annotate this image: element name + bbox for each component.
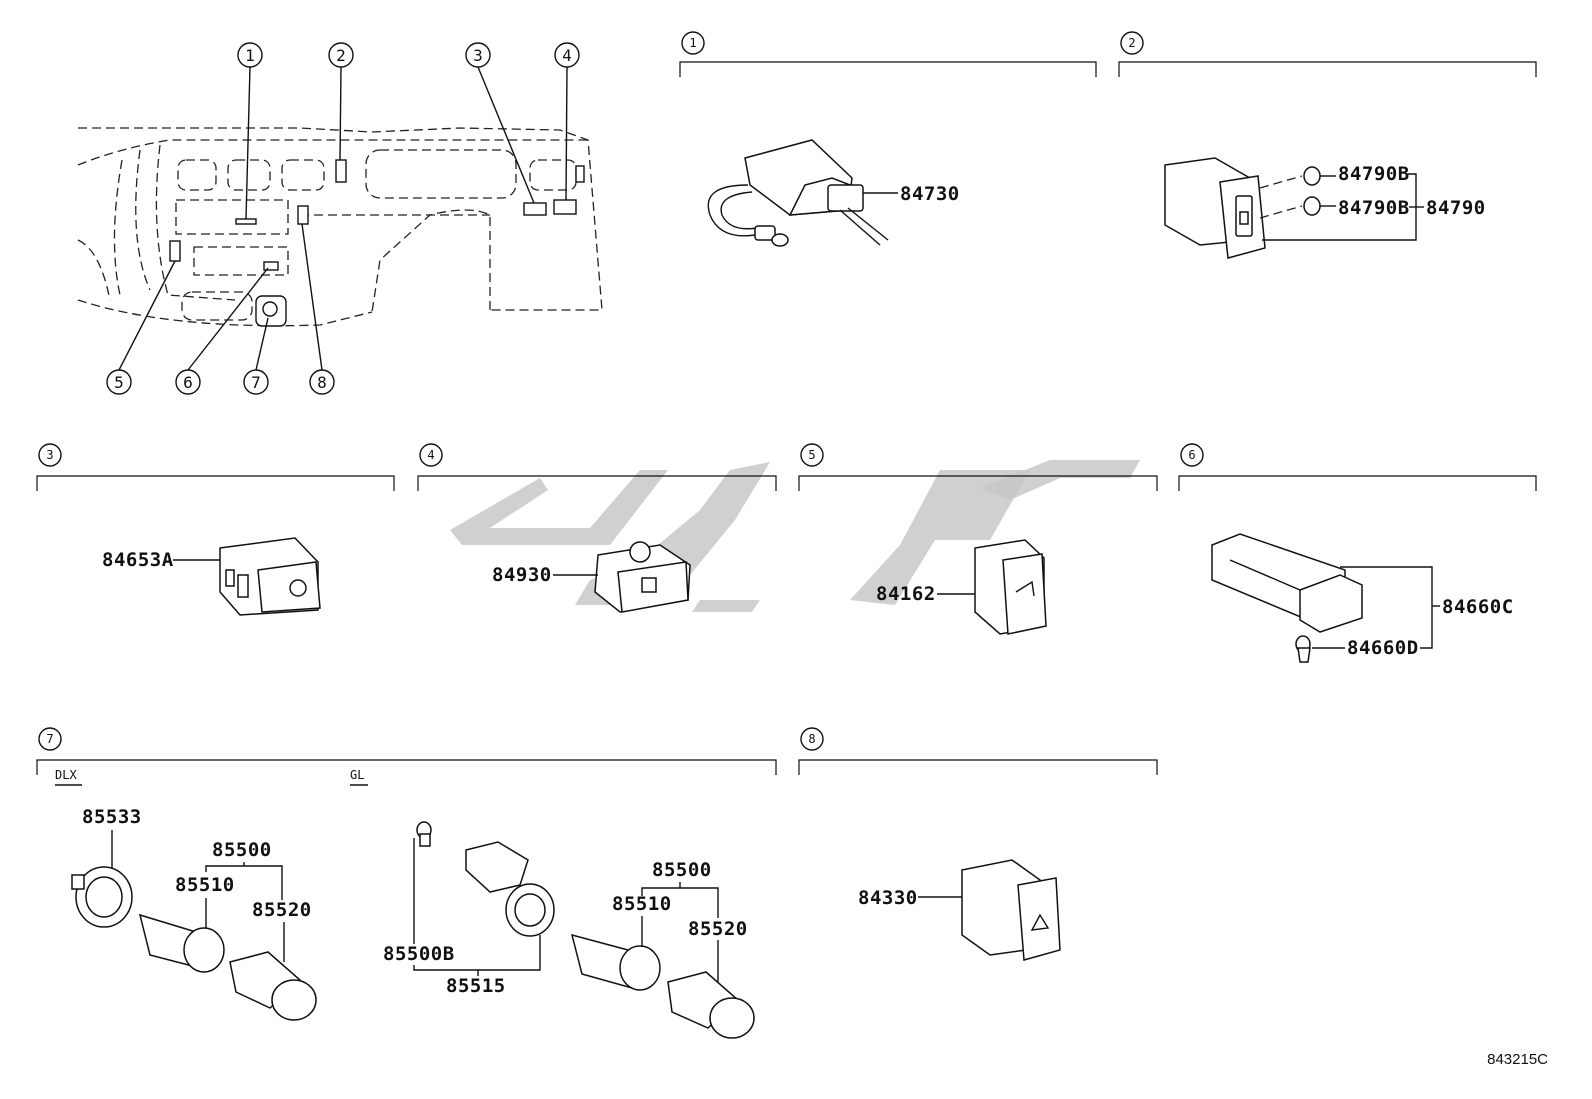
section-7-header: 7 DLX GL xyxy=(36,727,777,786)
part-drawing-85515 xyxy=(465,841,555,937)
callout-7: 7 xyxy=(243,369,269,395)
section-3-header: 3 xyxy=(36,443,395,491)
variant-label-dlx: DLX xyxy=(55,768,77,782)
section-5: 5 84162 xyxy=(798,443,1158,635)
part-drawing-84660c xyxy=(1211,533,1363,663)
svg-text:4: 4 xyxy=(427,448,434,462)
section-1-header: 1 xyxy=(679,31,1097,77)
callout-2: 2 xyxy=(328,42,354,68)
part-number-84790: 84790 xyxy=(1426,197,1486,219)
part-number-84330: 84330 xyxy=(858,887,918,909)
svg-text:2: 2 xyxy=(1128,36,1135,50)
section-2: 2 84790B 84790B 84790 xyxy=(1118,31,1537,259)
part-number-84730: 84730 xyxy=(900,183,960,205)
part-drawing-85533 xyxy=(71,866,133,928)
section-1: 1 84730 xyxy=(679,31,1097,247)
svg-text:5: 5 xyxy=(114,373,124,392)
callout-1: 1 xyxy=(237,42,263,68)
figure-code: 843215C xyxy=(1487,1051,1548,1068)
part-drawing-84653a xyxy=(219,537,321,616)
part-number-85510-gl: 85510 xyxy=(612,893,672,915)
callout-6: 6 xyxy=(175,369,201,395)
dashboard-overview xyxy=(77,66,603,371)
callout-5: 5 xyxy=(106,369,132,395)
part-number-85500-dlx: 85500 xyxy=(212,839,272,861)
section-3: 3 84653A xyxy=(36,443,395,616)
svg-text:2: 2 xyxy=(336,46,346,65)
part-drawing-84790 xyxy=(1164,157,1321,259)
part-number-84660c: 84660C xyxy=(1442,596,1514,618)
section-8-header: 8 xyxy=(798,727,1158,775)
part-drawing-84930 xyxy=(594,541,691,613)
svg-text:3: 3 xyxy=(473,46,483,65)
callout-8: 8 xyxy=(309,369,335,395)
svg-text:7: 7 xyxy=(251,373,261,392)
part-number-85515: 85515 xyxy=(446,975,506,997)
svg-text:6: 6 xyxy=(183,373,193,392)
callout-3: 3 xyxy=(465,42,491,68)
part-number-85510-dlx: 85510 xyxy=(175,874,235,896)
part-number-84790b-lower: 84790B xyxy=(1338,197,1410,219)
part-number-85500-gl: 85500 xyxy=(652,859,712,881)
part-number-84162: 84162 xyxy=(876,583,936,605)
callout-4: 4 xyxy=(554,42,580,68)
part-number-84930: 84930 xyxy=(492,564,552,586)
part-number-85533-dlx: 85533 xyxy=(82,806,142,828)
part-drawing-84730 xyxy=(707,139,889,247)
variant-label-gl: GL xyxy=(350,768,364,782)
svg-text:5: 5 xyxy=(808,448,815,462)
part-number-85520-dlx: 85520 xyxy=(252,899,312,921)
section-4-header: 4 xyxy=(417,443,777,491)
section-2-header: 2 xyxy=(1118,31,1537,77)
section-4: 4 84930 xyxy=(417,443,777,613)
overview-callouts: 1 2 3 4 5 6 7 8 xyxy=(106,42,580,395)
part-drawing-84330 xyxy=(961,859,1061,961)
section-6: 6 84660C 84660D xyxy=(1178,443,1537,663)
part-drawing-85510-dlx xyxy=(138,913,225,973)
part-drawing-84162 xyxy=(974,539,1047,635)
section-5-header: 5 xyxy=(798,443,1158,491)
part-number-85500b: 85500B xyxy=(383,943,455,965)
section-7: 7 DLX GL 85533 85500 85510 85520 xyxy=(36,727,777,1039)
part-number-84660d: 84660D xyxy=(1347,637,1419,659)
part-drawing-85520-dlx xyxy=(229,951,317,1021)
section-6-header: 6 xyxy=(1178,443,1537,491)
part-number-84653a: 84653A xyxy=(102,549,174,571)
part-drawing-85500b xyxy=(416,821,432,847)
svg-text:8: 8 xyxy=(317,373,327,392)
part-number-84790b-upper: 84790B xyxy=(1338,163,1410,185)
svg-text:8: 8 xyxy=(808,732,815,746)
part-number-85520-gl: 85520 xyxy=(688,918,748,940)
part-drawing-85520-gl xyxy=(667,971,755,1039)
svg-text:3: 3 xyxy=(46,448,53,462)
svg-text:7: 7 xyxy=(46,732,53,746)
svg-text:4: 4 xyxy=(562,46,572,65)
svg-text:6: 6 xyxy=(1188,448,1195,462)
svg-text:1: 1 xyxy=(245,46,255,65)
svg-text:1: 1 xyxy=(689,36,696,50)
part-drawing-85510-gl xyxy=(570,933,661,991)
section-8: 8 84330 xyxy=(798,727,1158,961)
